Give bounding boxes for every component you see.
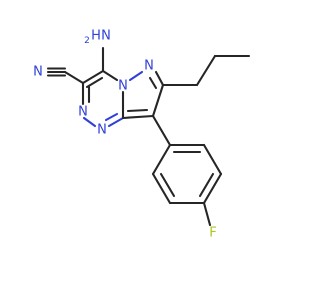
bond-n-top-c2 — [154, 70, 165, 87]
bond-c3p-c8a — [121, 114, 155, 120]
phenyl-bond-6 — [151, 143, 172, 176]
bond-cn-c3 — [63, 70, 85, 85]
bond-n-top-c2-inner — [148, 76, 158, 90]
amino-label-subscript: 2 — [84, 36, 90, 46]
bond-c3-c4-inner — [85, 76, 104, 89]
bond-c3p-phenyl — [151, 114, 172, 147]
pyrazole-n-top-label: N — [144, 59, 154, 74]
phenyl-bond-3 — [202, 172, 223, 205]
phenyl-bond-5-inner — [159, 172, 176, 198]
bond-c8a-n-bottom-inner — [104, 112, 119, 122]
bond-n-n-triazine — [82, 116, 97, 128]
bond-propyl-2 — [195, 54, 217, 87]
bond-n-bridge-n-top — [128, 70, 144, 82]
phenyl-bond-3-inner — [198, 172, 215, 198]
bond-c-f — [202, 201, 212, 227]
bond-c3p-c8a-inner — [126, 108, 149, 113]
bonds-group — [46, 46, 251, 227]
fluorine-label: F — [209, 226, 216, 241]
triazine-n-left-label: N — [78, 105, 88, 120]
pyrazole-n-bridge-label: N — [118, 79, 128, 94]
triazine-n-bottom-label: N — [97, 123, 107, 138]
phenyl-bond-2 — [202, 143, 223, 176]
bond-c8a-n-bottom — [107, 116, 125, 128]
atom-labels-group: H N 2 N N N N N F — [33, 29, 217, 241]
phenyl-bond-5 — [151, 172, 172, 205]
amino-label-h: H — [91, 29, 101, 44]
nitrile-n-label: N — [33, 65, 43, 80]
bond-c3-c4 — [81, 69, 105, 85]
bond-c2-c3p — [151, 83, 165, 118]
amino-label-n: N — [101, 29, 111, 44]
molecule-structure-diagram: H N 2 N N N N N F — [33, 29, 251, 241]
bond-c4-n-bridge — [101, 69, 119, 82]
